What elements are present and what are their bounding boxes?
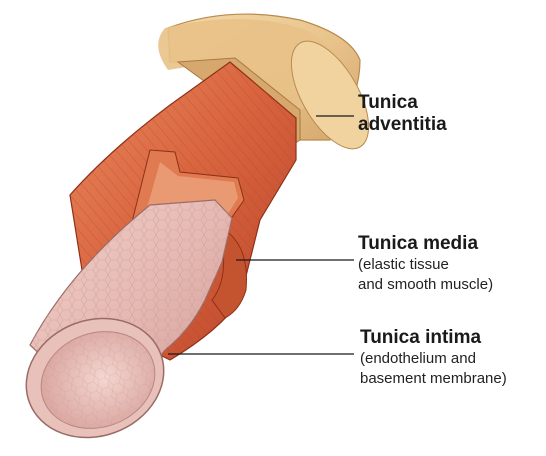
intima-label-desc-line2: basement membrane) xyxy=(360,369,507,389)
label-tunica-adventitia: Tunica adventitia xyxy=(358,92,447,136)
media-label-desc-line2: and smooth muscle) xyxy=(358,275,493,295)
label-tunica-media: Tunica media (elastic tissue and smooth … xyxy=(358,233,493,295)
media-label-title: Tunica media xyxy=(358,233,493,255)
intima-label-desc-line1: (endothelium and xyxy=(360,349,507,369)
adventitia-label-line2: adventitia xyxy=(358,114,447,136)
media-label-desc-line1: (elastic tissue xyxy=(358,255,493,275)
intima-label-title: Tunica intima xyxy=(360,327,507,349)
label-tunica-intima: Tunica intima (endothelium and basement … xyxy=(360,327,507,389)
adventitia-label-line1: Tunica xyxy=(358,92,447,114)
